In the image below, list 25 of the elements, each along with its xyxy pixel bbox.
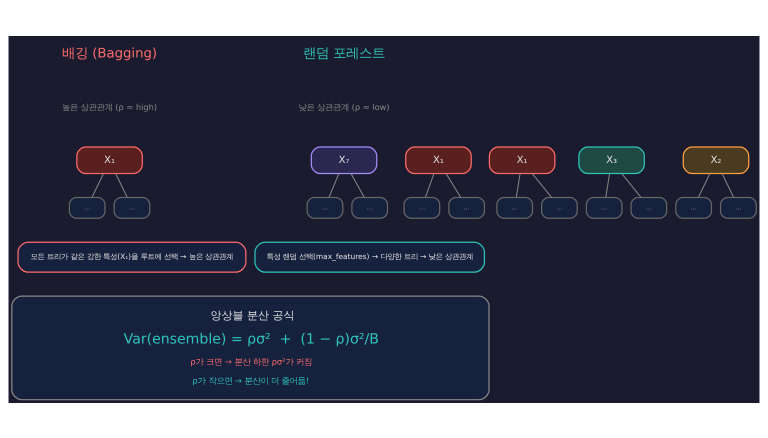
node-box: X₇ bbox=[310, 146, 378, 174]
label: 낮은 상관관계 (ρ ≈ low) bbox=[298, 102, 390, 112]
connector bbox=[605, 172, 610, 198]
connector bbox=[621, 172, 642, 198]
label: 랜덤 포레스트 bbox=[302, 46, 386, 61]
connector bbox=[350, 172, 365, 198]
connector bbox=[698, 172, 710, 198]
connector bbox=[446, 172, 462, 198]
label: 배깅 (Bagging) bbox=[62, 46, 158, 61]
node-box: X₃ bbox=[578, 146, 645, 174]
node-box: 앙상블 분산 공식 Var(ensemble) = ρσ² + (1 − ρ)σ²/B ρ가 크면 → 분산 하한 ρσ²가 커짐 ρ가 작으면 → 분산이 더 줄어듦! bbox=[11, 295, 490, 400]
node-box: 모든 트리가 같은 강한 특성(X₁)을 루트에 선택 → 높은 상관관계 bbox=[17, 241, 246, 272]
connector bbox=[328, 172, 340, 198]
node-box: X₂ bbox=[682, 146, 750, 174]
label: 높은 상관관계 (ρ ≈ high) bbox=[62, 102, 158, 112]
node-box: X₁ bbox=[488, 146, 556, 174]
connector bbox=[115, 172, 128, 198]
node-box: 특성 랜덤 선택(max_features) → 다양한 트리 → 낮은 상관관계 bbox=[254, 241, 486, 272]
connector bbox=[91, 172, 104, 198]
node-box: X₁ bbox=[76, 146, 143, 174]
connector bbox=[516, 172, 521, 198]
connector bbox=[532, 172, 552, 198]
connector bbox=[424, 172, 434, 198]
connector bbox=[722, 172, 734, 198]
node-box: X₁ bbox=[405, 146, 472, 174]
